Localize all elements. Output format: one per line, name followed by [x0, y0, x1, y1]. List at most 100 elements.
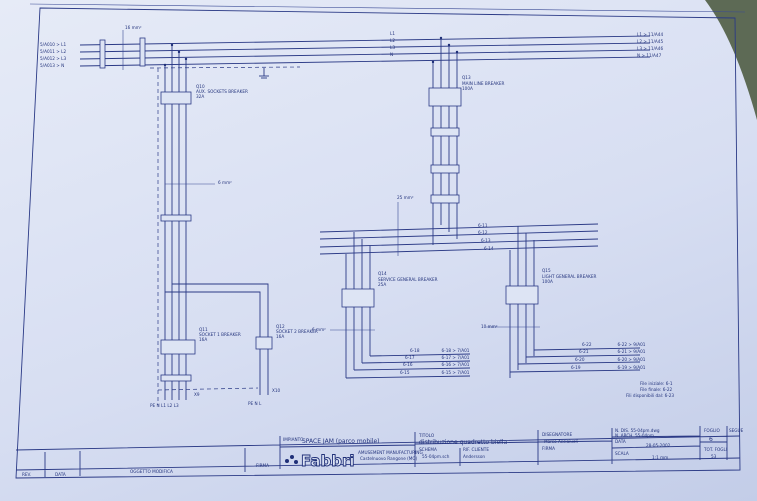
schematic-label: 6-11	[478, 223, 488, 228]
schematic-label: File iniziale:	[640, 381, 664, 386]
schematic-label: File iniziale: 6-1	[640, 381, 673, 386]
schematic-label: TOT. FOGLI	[703, 447, 727, 452]
schematic-mark	[319, 238, 599, 248]
schematic-label: N > 11/A47	[637, 53, 662, 58]
schematic-label: Marco Acciaiuoli	[544, 439, 578, 444]
schematic-label: 6-13	[481, 238, 491, 243]
schematic-mark	[525, 354, 641, 358]
schematic-label: N	[61, 63, 64, 68]
schematic-mark	[285, 459, 289, 463]
schematic-label: 11/A46	[648, 46, 663, 51]
schematic-label: 5/A012 > L3	[40, 56, 66, 61]
schematic-mark	[361, 360, 471, 364]
schematic-label: 7/A01	[457, 355, 470, 360]
terminal-x10: X10 PE N L	[248, 388, 281, 406]
breaker-q13[interactable]: Q13 MAIN LINE BREAKER 100A	[428, 36, 505, 245]
schematic-mark	[345, 375, 471, 379]
schematic-mark	[319, 223, 599, 233]
schematic-label: AUX. SOCKETS BREAKER	[196, 89, 248, 94]
schematic-label: 5/A013 > N	[40, 63, 64, 68]
schematic-label: Q12	[276, 324, 285, 329]
schematic-label: 6-20	[618, 357, 628, 362]
schematic-label: 16A	[199, 337, 207, 342]
schematic-label: L3	[174, 403, 179, 408]
schematic-label: 6-19	[571, 365, 581, 370]
schematic-label: Q10	[196, 84, 205, 89]
schematic-label: N	[255, 401, 258, 406]
breaker-q12[interactable]: Q12 SOCKET 2 BREAKER 16A	[165, 283, 318, 395]
schematic-label: Fabbri	[301, 452, 355, 470]
schematic-label: 9/A01	[633, 365, 646, 370]
output-labels: L1 > 11/A44 L2 > 11/A45 L3 > 11/A46 N > …	[637, 32, 663, 58]
schematic-label: 100A	[462, 86, 473, 91]
schematic-label: 5/A010	[40, 42, 55, 47]
schematic-mark	[163, 63, 167, 67]
schematic-label: 6-15	[442, 370, 452, 375]
schematic-label: 7/A01	[457, 370, 470, 375]
top-ruler	[29, 3, 746, 13]
schematic-label: L1	[161, 403, 166, 408]
schematic-mark	[79, 35, 651, 46]
schematic-label: 100A	[542, 279, 553, 284]
schematic-label: RIF. CLIENTE	[463, 447, 489, 452]
schematic-label: L3 > 11/A46	[637, 46, 663, 51]
schematic-label: DATA	[615, 439, 626, 444]
schematic-label: 9/A01	[633, 357, 646, 362]
schematic-mark	[341, 288, 375, 308]
schematic-label: 55-04pm.sch	[422, 454, 450, 459]
service-cable-size: 6 mm²	[312, 327, 326, 332]
schematic-label: IMPIANTO	[283, 437, 304, 442]
drawing-frame	[15, 7, 741, 479]
schematic-label: 6-21	[579, 349, 589, 354]
schematic-mark	[255, 336, 273, 350]
schematic-label: 7/A01	[457, 348, 470, 353]
schematic-label: 5/A011 > L2	[40, 49, 66, 54]
schematic-mark	[294, 460, 298, 464]
schematic-mark	[157, 387, 259, 391]
schematic-label: 11/A44	[648, 32, 663, 37]
schematic-label: 6-14	[484, 246, 494, 251]
schematic-label: Castelnuovo Rangone (MO)	[360, 456, 418, 461]
schematic-label: 6-22	[663, 387, 673, 392]
light-cable-size: 10 mm²	[481, 324, 498, 329]
schematic-mark	[319, 230, 599, 240]
schematic-label: 5/A012	[40, 56, 55, 61]
schematic-label: L1	[61, 42, 66, 47]
schematic-mark	[165, 291, 261, 395]
schematic-mark	[353, 367, 471, 371]
schematic-label: 6-19	[618, 365, 628, 370]
schematic-label: 32A	[196, 94, 204, 99]
schematic-label: File finale:	[640, 387, 661, 392]
schematic-label: 6-16	[403, 362, 413, 367]
schematic-label: 6-18	[442, 348, 452, 353]
schematic-label: N. DIS. 55-04pm.dwg	[615, 428, 660, 433]
bus-label-l1: L1	[390, 31, 395, 36]
schematic-mark	[430, 164, 460, 174]
schematic-label: 6-22	[582, 342, 592, 347]
schematic-label: REV.	[22, 472, 31, 477]
schematic-label: 28-05-2002	[646, 443, 671, 448]
schematic-label: 6-15	[400, 370, 410, 375]
aux-cable-size: 6 mm²	[218, 180, 232, 185]
breaker-q11[interactable]: Q11 SOCKET 1 BREAKER 16A	[160, 327, 241, 382]
schematic-label: PE N L	[248, 401, 262, 406]
schematic-label: Fili disponibili dal: 6-23	[626, 393, 674, 398]
schematic-mark	[139, 37, 146, 67]
schematic-label: Andersson	[463, 454, 485, 459]
schematic-label: PE N L1 L2 L3	[150, 403, 179, 408]
pe-line	[149, 66, 301, 69]
terminal-x9: X9 PE N L1 L2 L3	[150, 387, 259, 408]
schematic-label: 5/A013	[40, 63, 55, 68]
schematic-label: 11/A45	[648, 39, 663, 44]
schematic-mark	[430, 194, 460, 204]
sub-bus: 6-11 6-12 6-13 6-14 25 mm²	[319, 195, 599, 256]
schematic-mark	[160, 339, 196, 355]
schematic-label: L2	[637, 39, 642, 44]
bus-label-l2: L2	[390, 38, 395, 43]
schematic-label: LIGHT GENERAL BREAKER	[542, 274, 596, 279]
